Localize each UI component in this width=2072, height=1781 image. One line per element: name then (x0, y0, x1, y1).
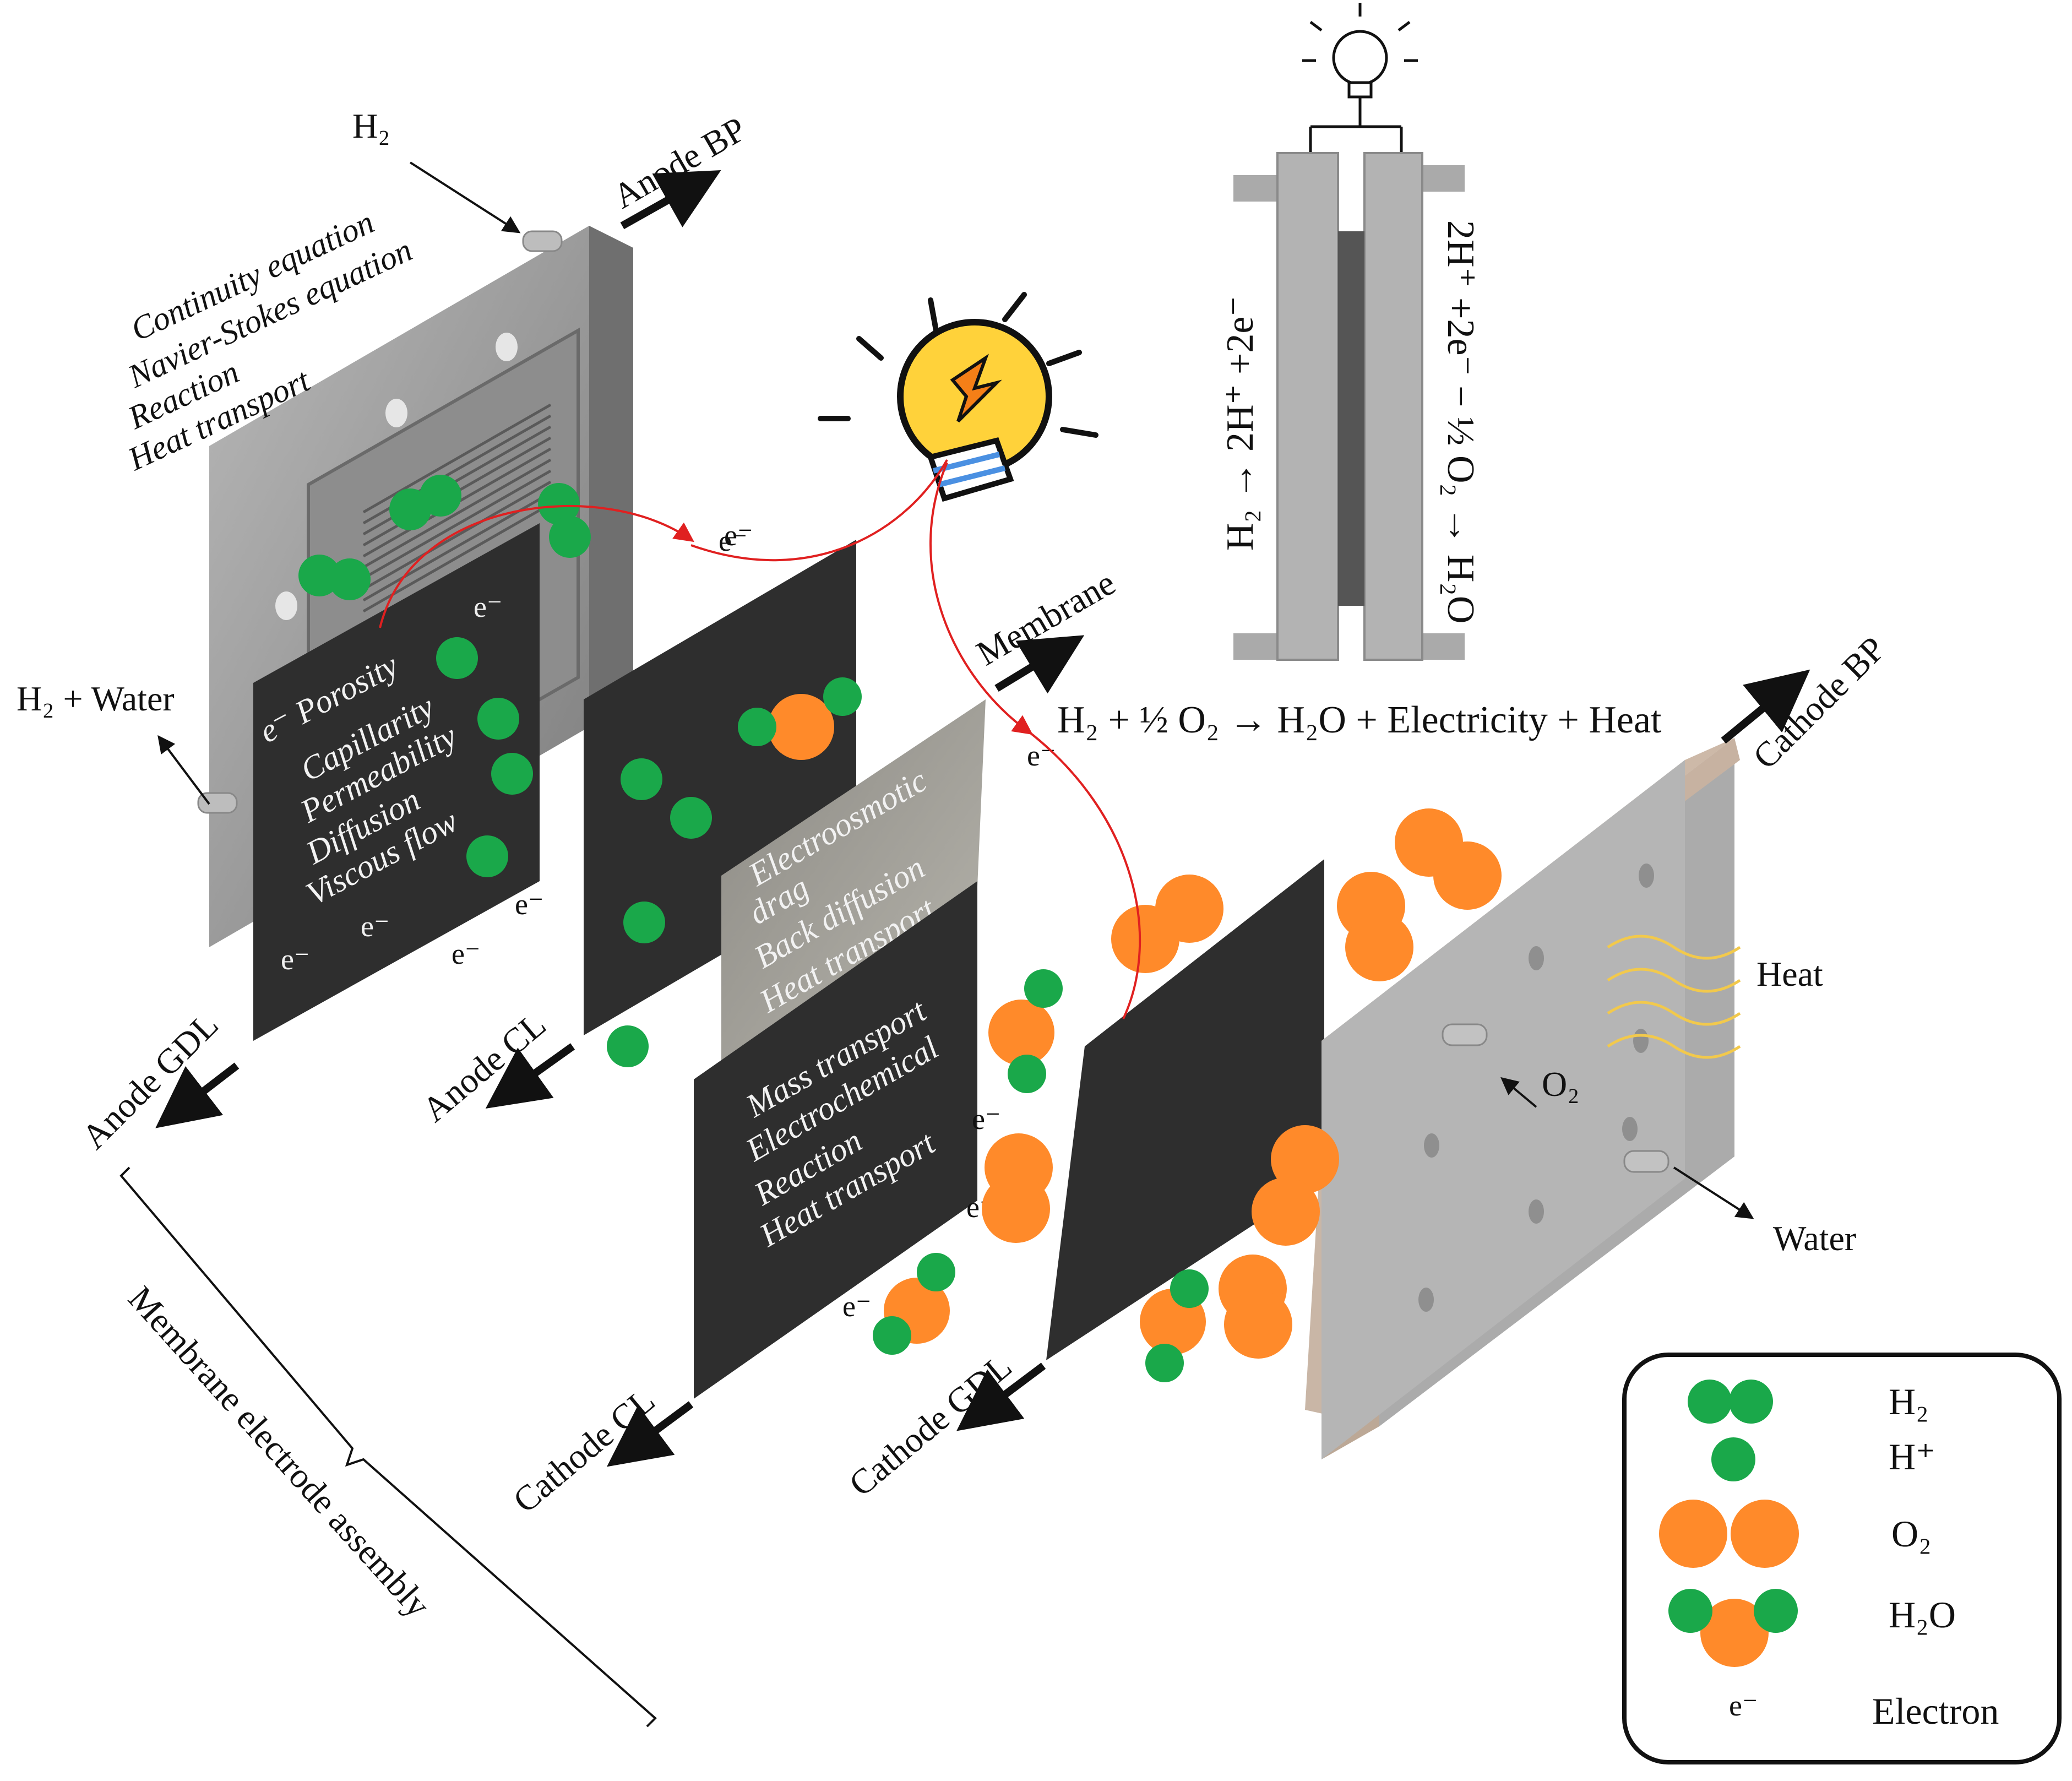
heat-waves (1607, 935, 1741, 1059)
oxygen-molecules (982, 808, 1502, 1359)
cathode-bp-arrow (1721, 669, 1810, 744)
cathode-gdl (1046, 859, 1324, 1360)
electron-label: e⁻ (719, 524, 747, 557)
electron-label: e⁻ (281, 943, 309, 976)
o2-inlet-arrow (1500, 1077, 1537, 1108)
cathode-gdl-label: Cathode GDL (841, 1346, 1019, 1503)
cell-schematic (1233, 3, 1465, 661)
h2-inlet-arrow (409, 161, 521, 234)
cathode-gdl-arrow (956, 1362, 1046, 1431)
legend-label: H₂O (1889, 1594, 1956, 1636)
h2-inlet-label: H₂ (352, 106, 390, 145)
legend-h2o-symbol (1668, 1589, 1798, 1667)
anode-cl-label: Anode CL (415, 1004, 553, 1130)
legend-label: H⁺ (1889, 1436, 1935, 1478)
anode-bp-arrow (620, 170, 721, 230)
o2-inlet-label: O₂ (1542, 1065, 1580, 1104)
legend-label: Electron (1872, 1690, 1999, 1732)
legend-label: O₂ (1891, 1513, 1932, 1555)
legend-electron-symbol: e⁻ (1729, 1689, 1758, 1722)
h2-water-outlet-label: H₂ + Water (17, 679, 175, 718)
heat-label: Heat (1756, 954, 1823, 993)
hydrogen-ions (436, 637, 712, 1067)
legend-o2-symbol (1659, 1500, 1799, 1568)
legend-label: H₂ (1889, 1381, 1929, 1422)
electron-label: e⁻ (972, 1103, 1000, 1136)
cathode-reaction-equation: 2H⁺ +2e⁻ − ½ O₂ → H₂O (1439, 220, 1482, 623)
flow-channels (362, 403, 552, 613)
cathode-cl-arrow (607, 1401, 694, 1467)
cathode-cl (694, 881, 977, 1399)
h2-water-outlet-arrow (157, 735, 210, 805)
water-outlet-arrow (1673, 1166, 1754, 1219)
water-outlet-label: Water (1773, 1219, 1856, 1258)
hydrogen-molecules (298, 475, 591, 600)
cathode-cl-label: Cathode CL (505, 1380, 662, 1520)
mea-brace (119, 1166, 657, 1728)
cathode-bipolar-plate (1305, 738, 1740, 1459)
anode-gdl-arrow (155, 1062, 240, 1128)
electron-label: e⁻ (452, 937, 480, 970)
electron-label: e⁻ (515, 888, 543, 921)
electron-label: e⁻ (1027, 739, 1056, 772)
legend-h2-symbol (1688, 1380, 1773, 1424)
membrane-arrow (994, 635, 1085, 694)
anode-cl-arrow (485, 1043, 575, 1109)
anode-bp-label: Anode BP (607, 109, 753, 216)
overall-reaction-equation: H₂ + ½ O₂ → H₂O + Electricity + Heat (1057, 699, 1662, 741)
electron-label: e⁻ (361, 910, 389, 943)
light-bulb-icon (818, 292, 1098, 502)
electron-label: e⁻ (842, 1290, 871, 1323)
electron-label: e⁻ (724, 519, 753, 552)
electron-label: e⁻ (474, 590, 502, 623)
anode-reaction-equation: H₂ → 2H⁺ +2e⁻ (1219, 296, 1261, 551)
membrane (721, 699, 986, 1074)
water-molecules (738, 677, 1209, 1382)
legend: H₂ H⁺ O₂ H₂O e⁻ Electron (1622, 1353, 2062, 1764)
mea-label: Membrane electrode assembly (121, 1279, 438, 1625)
anode-gdl-label: Anode GDL (74, 1005, 226, 1156)
electron-wires (379, 459, 1141, 1019)
legend-hplus-symbol (1711, 1437, 1755, 1481)
